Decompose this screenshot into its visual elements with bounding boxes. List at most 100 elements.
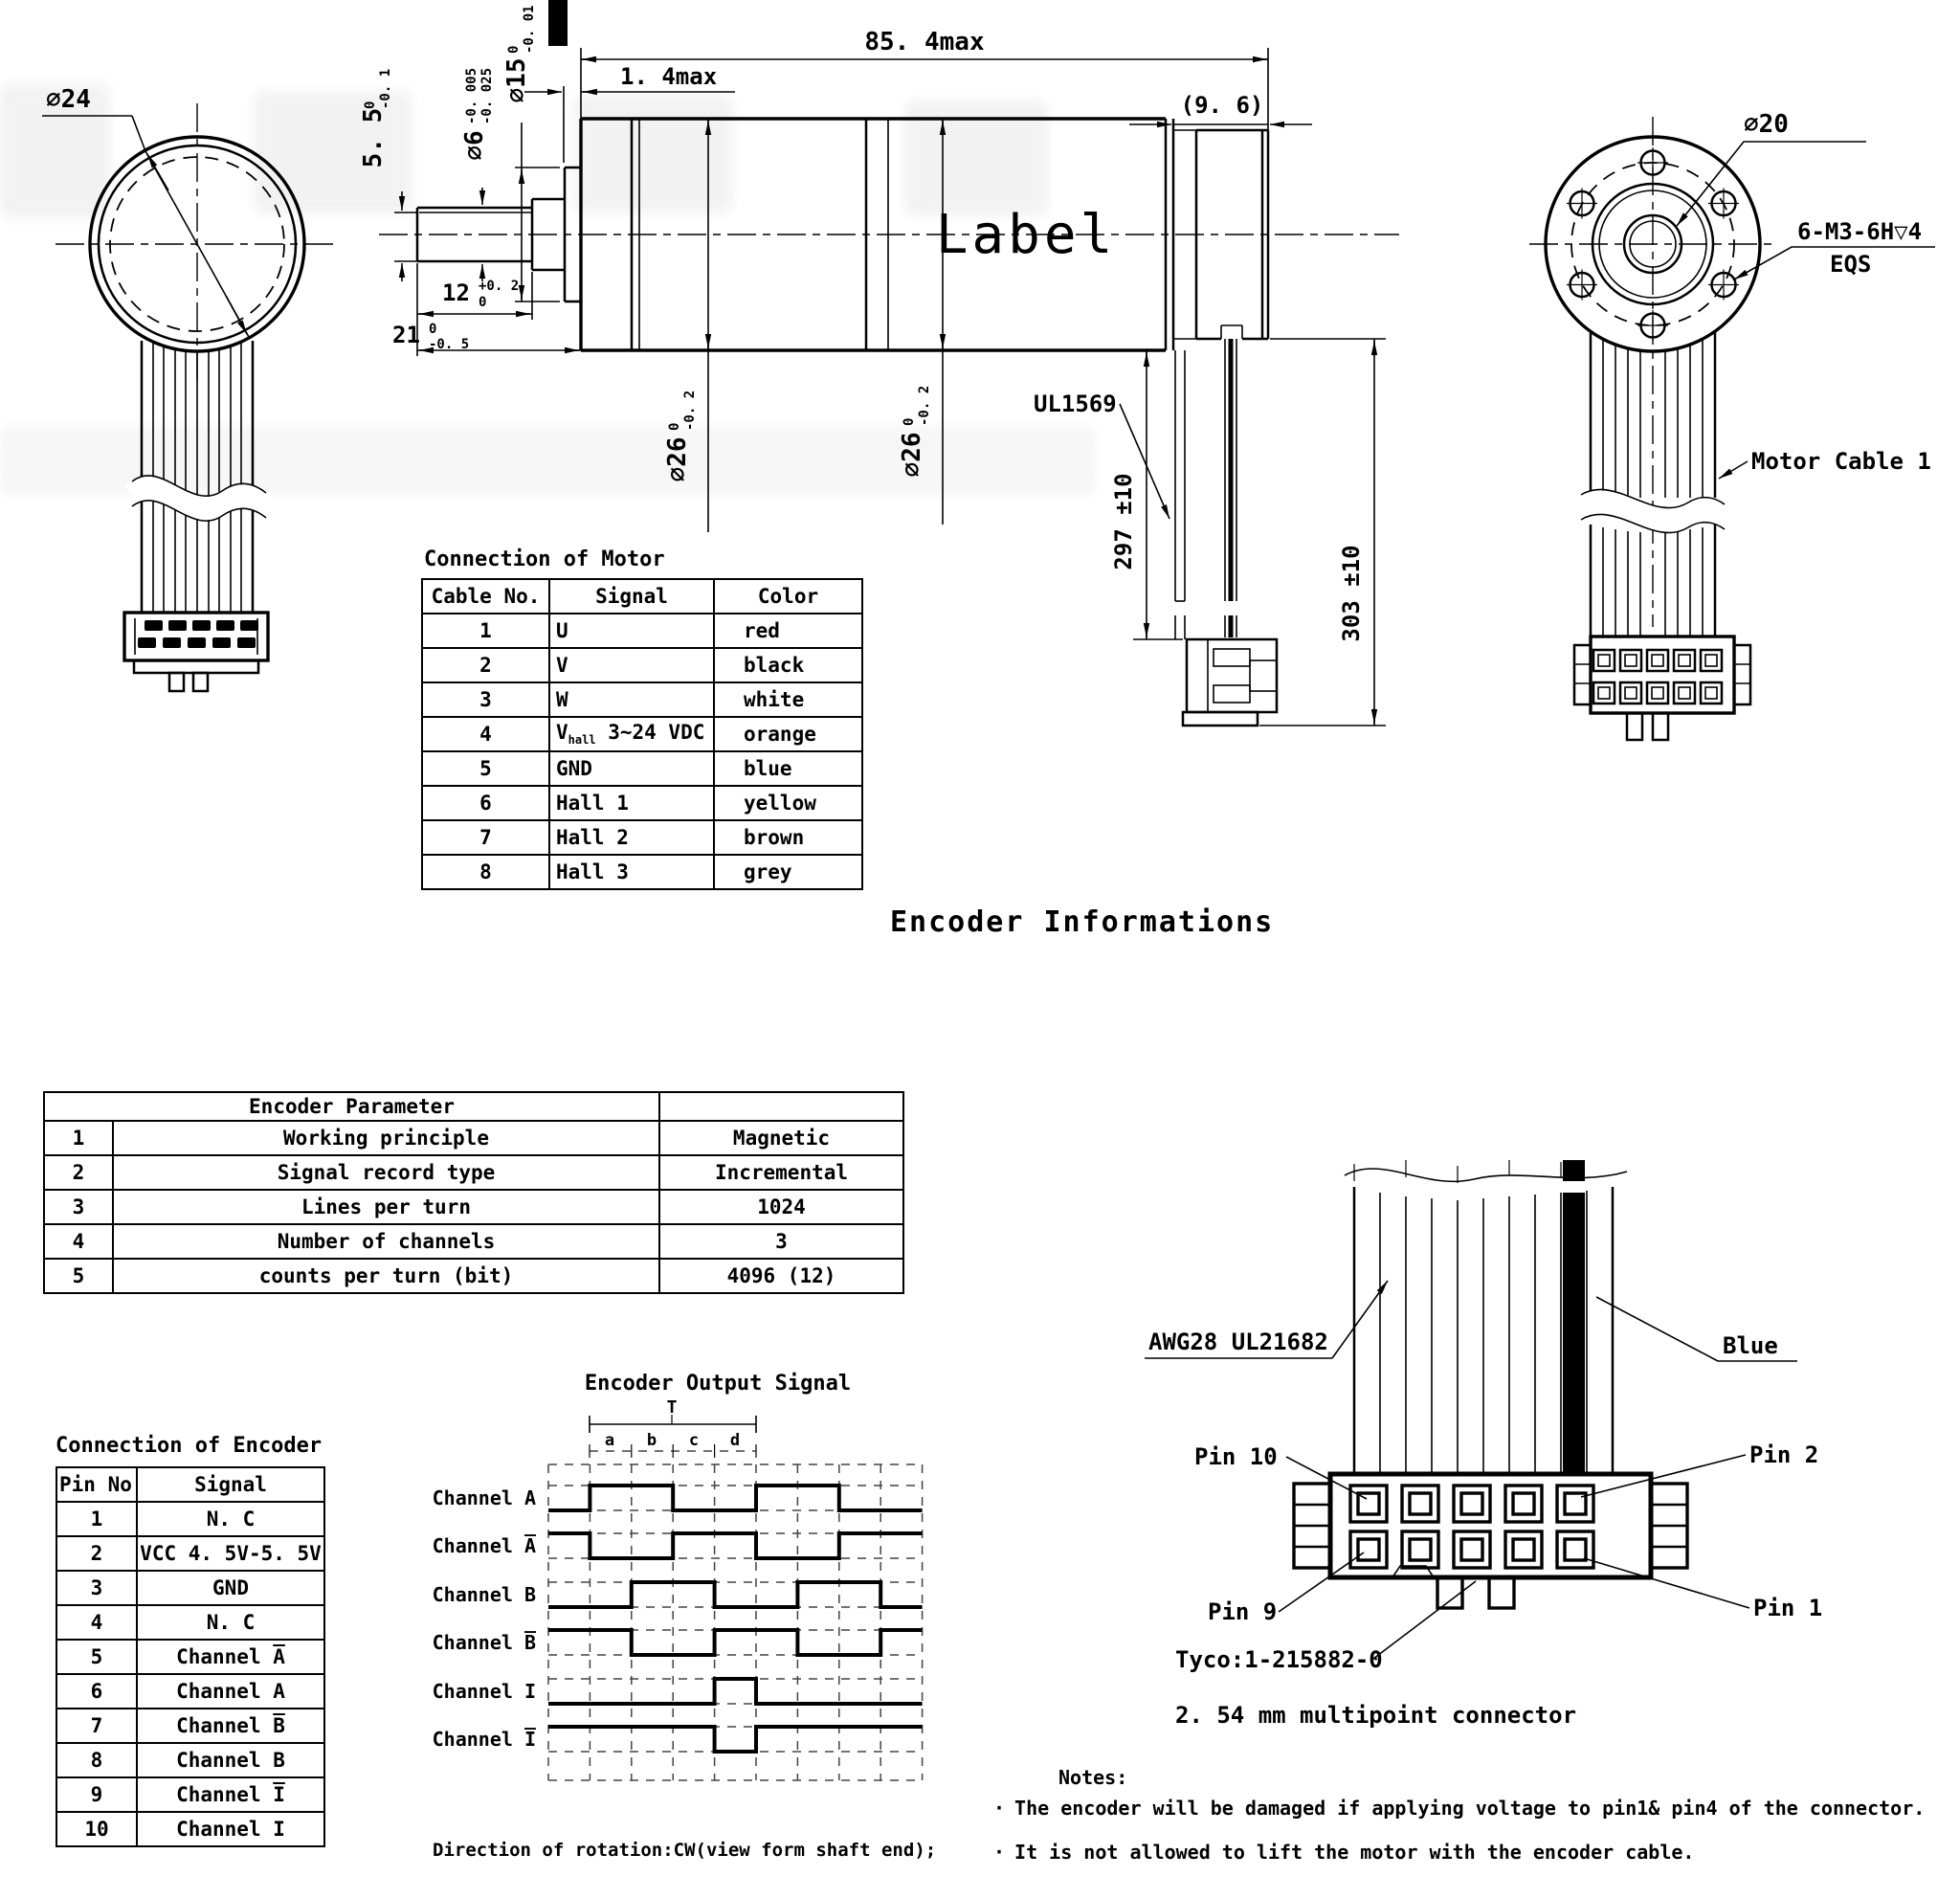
rear-ribbon-cable bbox=[1574, 331, 1732, 637]
dim-front-len: 21 bbox=[392, 322, 420, 348]
cell: blue bbox=[713, 750, 863, 787]
cell: Channel B̅ bbox=[136, 1708, 325, 1744]
dim-shaft-flat: 5. 5 0 -0. 1 bbox=[359, 69, 393, 168]
cell: 1 bbox=[421, 613, 550, 649]
cell: U bbox=[548, 613, 715, 649]
note-item: It is not allowed to lift the motor with… bbox=[993, 1841, 1925, 1864]
cell: 10 bbox=[56, 1811, 138, 1847]
notes-title: Notes: bbox=[1058, 1766, 1128, 1789]
cell: GND bbox=[548, 750, 715, 787]
watermark-smudge bbox=[254, 91, 412, 213]
dim-rear-len: (9. 6) bbox=[1181, 92, 1264, 119]
cell bbox=[658, 1091, 904, 1122]
cell: counts per turn (bit) bbox=[112, 1258, 660, 1294]
note-item: The encoder will be damaged if applying … bbox=[993, 1797, 1925, 1820]
dim-shaft-len-tol-top: +0. 2 bbox=[479, 279, 519, 294]
col-header: Signal bbox=[548, 578, 715, 614]
cell: Number of channels bbox=[112, 1223, 660, 1260]
cell: brown bbox=[713, 819, 863, 856]
cell: 3 bbox=[658, 1223, 904, 1260]
cell: 5 bbox=[421, 750, 550, 787]
notes-block: Notes: The encoder will be damaged if ap… bbox=[993, 1766, 1925, 1864]
blue-wire-label: Blue bbox=[1723, 1332, 1778, 1359]
pin1-label: Pin 1 bbox=[1753, 1595, 1822, 1621]
cell: Lines per turn bbox=[112, 1189, 660, 1225]
dim-cable-len-a: 297 ±10 bbox=[1110, 473, 1137, 570]
connector-detail: AWG28 UL21682 Blue Pin 10 Pin 2 Pin 9 Pi… bbox=[1145, 1160, 1822, 1729]
svg-text:303 ±10: 303 ±10 bbox=[1338, 545, 1365, 641]
channel-label-a-inv: Channel A̅ bbox=[433, 1534, 537, 1557]
svg-text:0: 0 bbox=[506, 46, 522, 54]
svg-text:∅26: ∅26 bbox=[663, 437, 692, 482]
cell: Channel A̅ bbox=[136, 1639, 325, 1675]
cell: 3 bbox=[43, 1189, 114, 1225]
cell: Vhall 3~24 VDC bbox=[548, 716, 715, 752]
cell: 2 bbox=[421, 647, 550, 683]
col-header: Signal bbox=[136, 1466, 325, 1503]
bolt-holes bbox=[1567, 147, 1739, 341]
svg-text:0: 0 bbox=[363, 101, 378, 109]
dim-pilot-dia: ∅15 0 -0. 01 bbox=[502, 5, 537, 102]
rear-view: ∅20 6-M3-6H▽4 EQS bbox=[1529, 110, 1935, 742]
dim-shaft-len: 12 bbox=[442, 279, 470, 306]
wire-spec-label: UL1569 bbox=[1034, 391, 1117, 417]
waveform-trace bbox=[548, 1580, 923, 1609]
cell: 3 bbox=[56, 1570, 138, 1606]
svg-text:∅15: ∅15 bbox=[502, 58, 531, 103]
pin10-label: Pin 10 bbox=[1194, 1443, 1278, 1470]
cell: 1 bbox=[43, 1120, 114, 1156]
svg-text:∅6: ∅6 bbox=[460, 130, 489, 160]
cell: 5 bbox=[43, 1258, 114, 1294]
param-table-title: Encoder Parameter bbox=[43, 1091, 660, 1122]
cell: Channel I bbox=[136, 1811, 325, 1847]
watermark-smudge bbox=[574, 96, 732, 212]
front-ribbon-cable bbox=[124, 341, 274, 613]
waveform-traces bbox=[547, 1463, 924, 1781]
svg-text:-0. 1: -0. 1 bbox=[378, 69, 393, 109]
detail-connector-body bbox=[1292, 1471, 1689, 1610]
cell: Channel B bbox=[136, 1742, 325, 1778]
seg-label-c: c bbox=[689, 1431, 699, 1450]
table-header-row: Cable No. Signal Color bbox=[421, 578, 863, 614]
col-header: Pin No. bbox=[56, 1466, 138, 1503]
cell: 9 bbox=[56, 1776, 138, 1813]
cell: 4 bbox=[43, 1223, 114, 1260]
dim-body-dia-1: ∅26 0 -0. 2 bbox=[663, 391, 698, 482]
dim-rear-dia: ∅20 bbox=[1744, 110, 1789, 139]
watermark-smudge bbox=[0, 84, 110, 218]
waveform-trace bbox=[548, 1531, 923, 1560]
cell: 1024 bbox=[658, 1189, 904, 1225]
waveform-diagram: Encoder Output Signal T a b c d Channel … bbox=[433, 1372, 924, 1781]
table-title-row: Encoder Parameter bbox=[43, 1091, 904, 1122]
cell: 4 bbox=[421, 716, 550, 752]
cell: 2 bbox=[56, 1535, 138, 1572]
side-wires bbox=[1174, 339, 1237, 639]
dim-shaft-len-tol-bot: 0 bbox=[479, 295, 486, 310]
cell: 7 bbox=[421, 819, 550, 856]
channel-label-i: Channel I bbox=[433, 1680, 536, 1703]
dim-tip-max: 1. 4max bbox=[620, 63, 717, 90]
rear-connector bbox=[1572, 635, 1752, 742]
waveform-t-label: T bbox=[667, 1397, 678, 1418]
motor-cable-label: Motor Cable 1 bbox=[1751, 448, 1931, 475]
cell: 4096 (12) bbox=[658, 1258, 904, 1294]
thread-spec-label2: EQS bbox=[1830, 251, 1871, 278]
